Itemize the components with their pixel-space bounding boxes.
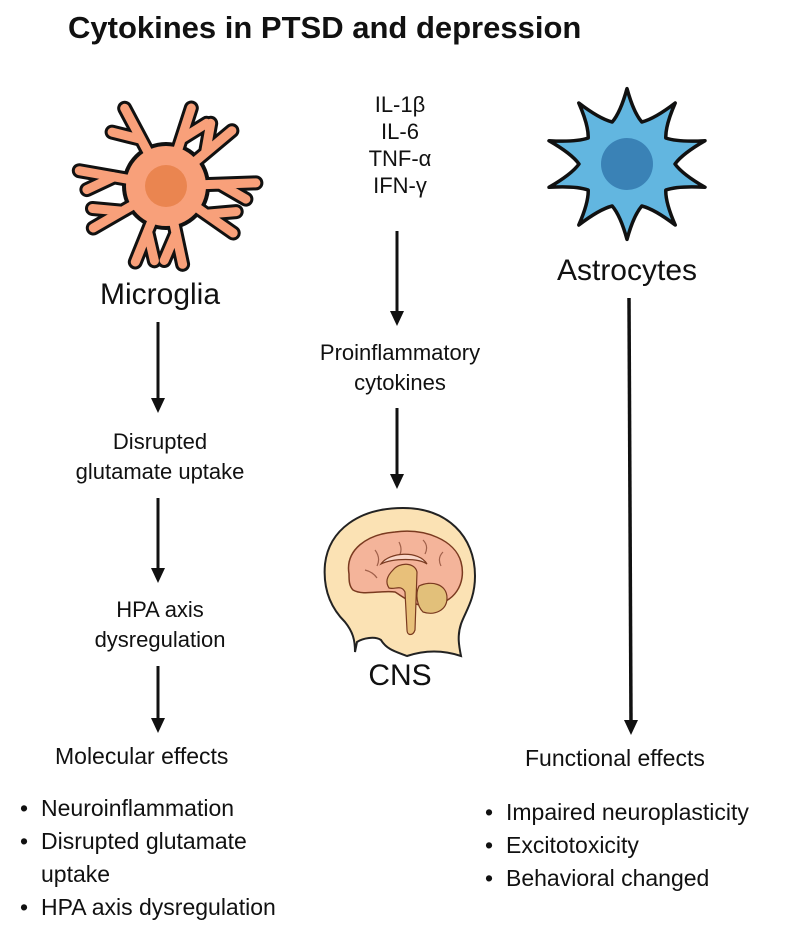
brainstem [386, 563, 418, 636]
step-line: HPA axis [116, 597, 204, 622]
arrow-step1-to-step2 [151, 498, 165, 583]
cytokine-il1b: IL-1β [374, 92, 426, 117]
step-proinflammatory-cytokines: Proinflammatory cytokines [270, 338, 530, 398]
microglia-cell-icon [71, 100, 264, 272]
arrow-microglia-to-step1 [151, 322, 165, 413]
step-hpa-axis: HPA axis dysregulation [30, 595, 290, 655]
astrocyte-nucleus [601, 138, 653, 190]
cytokine-tnfa: TNF-α [368, 146, 432, 171]
microglia-label: Microglia [99, 278, 221, 311]
functional-effects-heading: Functional effects [525, 745, 705, 771]
list-item: Excitotoxicity [485, 829, 749, 862]
molecular-effects-list: Neuroinflammation Disrupted glutamate up… [20, 792, 276, 924]
arrow-step2-to-effects [151, 666, 165, 733]
arrow-astrocytes-to-effects [624, 297, 638, 735]
title-text: Cytokines in PTSD and depression [68, 10, 582, 45]
list-item: Behavioral changed [485, 862, 749, 895]
head-brain-icon [323, 506, 477, 658]
astrocytes-label: Astrocytes [556, 254, 698, 287]
list-item: HPA axis dysregulation [20, 891, 276, 924]
list-item: Neuroinflammation [20, 792, 276, 825]
arrow-proinflammatory-to-cns [390, 408, 404, 489]
step-line: cytokines [354, 370, 446, 395]
step-disrupted-glutamate: Disrupted glutamate uptake [30, 427, 290, 487]
list-item-continuation: uptake [41, 861, 111, 887]
cytokine-ifng: IFN-γ [373, 173, 427, 198]
cytokine-list: IL-1β IL-6 TNF-α IFN-γ [300, 91, 500, 199]
step-line: glutamate uptake [75, 459, 245, 484]
microglia-processes [74, 103, 261, 269]
functional-effects-list: Impaired neuroplasticity Excitotoxicity … [485, 796, 749, 895]
molecular-effects-heading: Molecular effects [55, 743, 229, 769]
step-line: Proinflammatory [319, 340, 481, 365]
step-line: dysregulation [94, 627, 226, 652]
arrow-cytokines-to-proinflammatory [390, 231, 404, 326]
step-line: Disrupted [112, 429, 208, 454]
corpus-callosum [379, 553, 428, 566]
list-item: Impaired neuroplasticity [485, 796, 749, 829]
cerebellum [416, 582, 448, 614]
astrocyte-cell-icon [547, 86, 707, 242]
cns-label: CNS [368, 659, 432, 692]
cytokine-il6: IL-6 [381, 119, 419, 144]
list-item: Disrupted glutamate [20, 825, 276, 858]
microglia-nucleus [145, 165, 187, 207]
